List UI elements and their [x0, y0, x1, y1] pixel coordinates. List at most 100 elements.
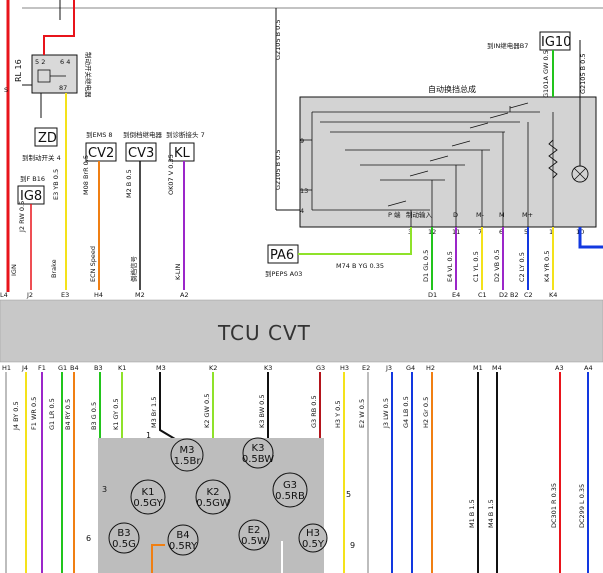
tcu-module	[0, 299, 603, 363]
cavity-m3: M31.5Br	[170, 438, 204, 472]
shift-assembly-title: 自动换挡总成	[428, 84, 476, 94]
bottom-pin-label: A4	[584, 364, 593, 372]
wire-spec-ok07: OK07 V 0.35	[167, 154, 175, 195]
shift-mode-label: D	[453, 211, 458, 219]
fuse-b16-label: 到F B16	[20, 175, 45, 183]
bottom-pin-label: K1	[118, 364, 126, 372]
wire-spec-bottom: M1 B 1.5	[468, 499, 476, 528]
connector-kl	[169, 142, 195, 162]
bottom-pin-label: B3	[94, 364, 103, 372]
cavity-circle	[130, 479, 166, 515]
shift-assembly-box	[299, 96, 597, 228]
bottom-pin-label: F1	[38, 364, 46, 372]
shift-pin-number: 5	[524, 228, 528, 236]
bottom-pin-label: M3	[156, 364, 166, 372]
bottom-pin-label: H2	[426, 364, 435, 372]
connector-pa6-label: PA6	[270, 248, 294, 263]
func-m2: 倒档信号	[129, 256, 138, 283]
bottom-pin-label: E2	[362, 364, 370, 372]
ems-label: 到EMS 8	[86, 131, 113, 139]
m3-wire	[159, 372, 181, 443]
fuse-b7-label: 到IN继电器B7	[487, 41, 528, 50]
wire-spec-m08: M08 BrR 0.5	[82, 155, 90, 195]
shift-pin-number: 1	[549, 228, 553, 236]
cavity-k3: K30.5BW	[242, 437, 274, 469]
connector-cv2	[85, 142, 117, 162]
cavity-circle	[298, 523, 328, 553]
cavity-spec: 0.5GW	[196, 498, 230, 509]
wire-spec-m2: M2 B 0.5	[125, 169, 133, 198]
lamp-icon-x	[573, 167, 587, 181]
top-pin-label: E3	[61, 291, 69, 299]
func-ign: IGN	[10, 264, 18, 276]
relay-desc: 制动开关继电器	[84, 52, 93, 98]
peps-wire	[298, 227, 412, 255]
top-pin-label: D1	[428, 291, 437, 299]
wire-spec-bottom: J4 BY 0.5	[12, 401, 20, 431]
wire-spec-bottom: H3 Y 0.5	[334, 401, 342, 428]
pin-p-label: P 端	[388, 210, 401, 219]
top-pin-label: B2	[510, 291, 519, 299]
shift-pin-number: 9	[300, 137, 304, 145]
cavity-pin: K3	[252, 443, 265, 454]
wire-spec-j2: J2 RW 0.5	[18, 201, 26, 233]
func-ecn-speed: ECN Speed	[89, 246, 97, 282]
wire-spec-m74: M74 B YG 0.35	[336, 262, 384, 270]
cavity-circle	[238, 519, 270, 551]
connector-cavities: M31.5BrK30.5BWK10.5GYK20.5GWG30.5RBB30.5…	[108, 437, 328, 556]
cavity-pin: K2	[207, 487, 220, 498]
cavity-pin: M3	[180, 445, 195, 456]
connector-cv3-label: CV3	[128, 146, 154, 161]
cavity-circle	[272, 472, 308, 508]
cavity-k1: K10.5GY	[130, 479, 166, 515]
top-pin-label: A2	[180, 291, 189, 299]
cavity-number: 3	[102, 485, 107, 494]
cavity-spec: 0.5RB	[275, 491, 305, 502]
cavity-g3: G30.5RB	[272, 472, 308, 508]
wire-spec-e3: E3 YB 0.5	[52, 169, 60, 200]
b4-link	[151, 544, 165, 573]
cavity-number: 1	[146, 431, 151, 440]
relay-feed-wire	[43, 0, 75, 55]
wire-spec-bottom: E2 W 0.5	[358, 399, 366, 428]
cavity-circle	[242, 437, 274, 469]
bottom-pin-label: H1	[2, 364, 11, 372]
cavity-circle	[167, 524, 199, 556]
connector-ig10	[539, 31, 571, 51]
shift-switch-network	[300, 102, 554, 227]
shift-pin-number: 4	[300, 207, 304, 215]
top-pin-label: E4	[452, 291, 460, 299]
wire-spec-k4: K4 YR 0.5	[543, 251, 551, 282]
wire-spec-g2105-right: G2105 B 0.5	[579, 53, 587, 94]
bottom-pin-label: J4	[21, 364, 28, 372]
wire-spec-bottom: DC299 L 0.35	[578, 484, 586, 528]
connector-ig10-label: IG10	[541, 35, 571, 50]
func-k-lin: K-LIN	[174, 264, 182, 280]
wire-spec-c2: C2 LY 0.5	[518, 252, 526, 282]
relay-rl16	[31, 54, 78, 94]
cavity-number: 9	[350, 541, 355, 550]
top-pin-label: M2	[135, 291, 145, 299]
top-pin-label: C2	[524, 291, 533, 299]
connector-zd	[34, 127, 58, 147]
shift-pin-number: 6	[499, 228, 503, 236]
bottom-pin-label: M4	[492, 364, 502, 372]
connector-kl-label: KL	[174, 146, 191, 161]
cavity-pin: K1	[142, 487, 155, 498]
cavity-spec: 0.5W	[241, 536, 267, 547]
bottom-pin-label: J3	[385, 364, 392, 372]
cavity-spec: 0.5Y	[302, 539, 325, 550]
diag-label: 到诊断接头 7	[166, 130, 205, 139]
connector-cv2-label: CV2	[88, 146, 114, 161]
cavity-b4: B40.5RY	[167, 524, 199, 556]
wire-spec-d1: D1 GL 0.5	[422, 250, 430, 282]
cavity-pin: H3	[306, 528, 320, 539]
bottom-pin-label: B4	[70, 364, 79, 372]
bottom-pin-label: K2	[209, 364, 217, 372]
bottom-pin-label: G1	[58, 364, 67, 372]
wire-spec-bottom: K2 GW 0.5	[203, 394, 211, 428]
wire-spec-g2105-mid: G2105 B 0.5	[274, 149, 282, 190]
